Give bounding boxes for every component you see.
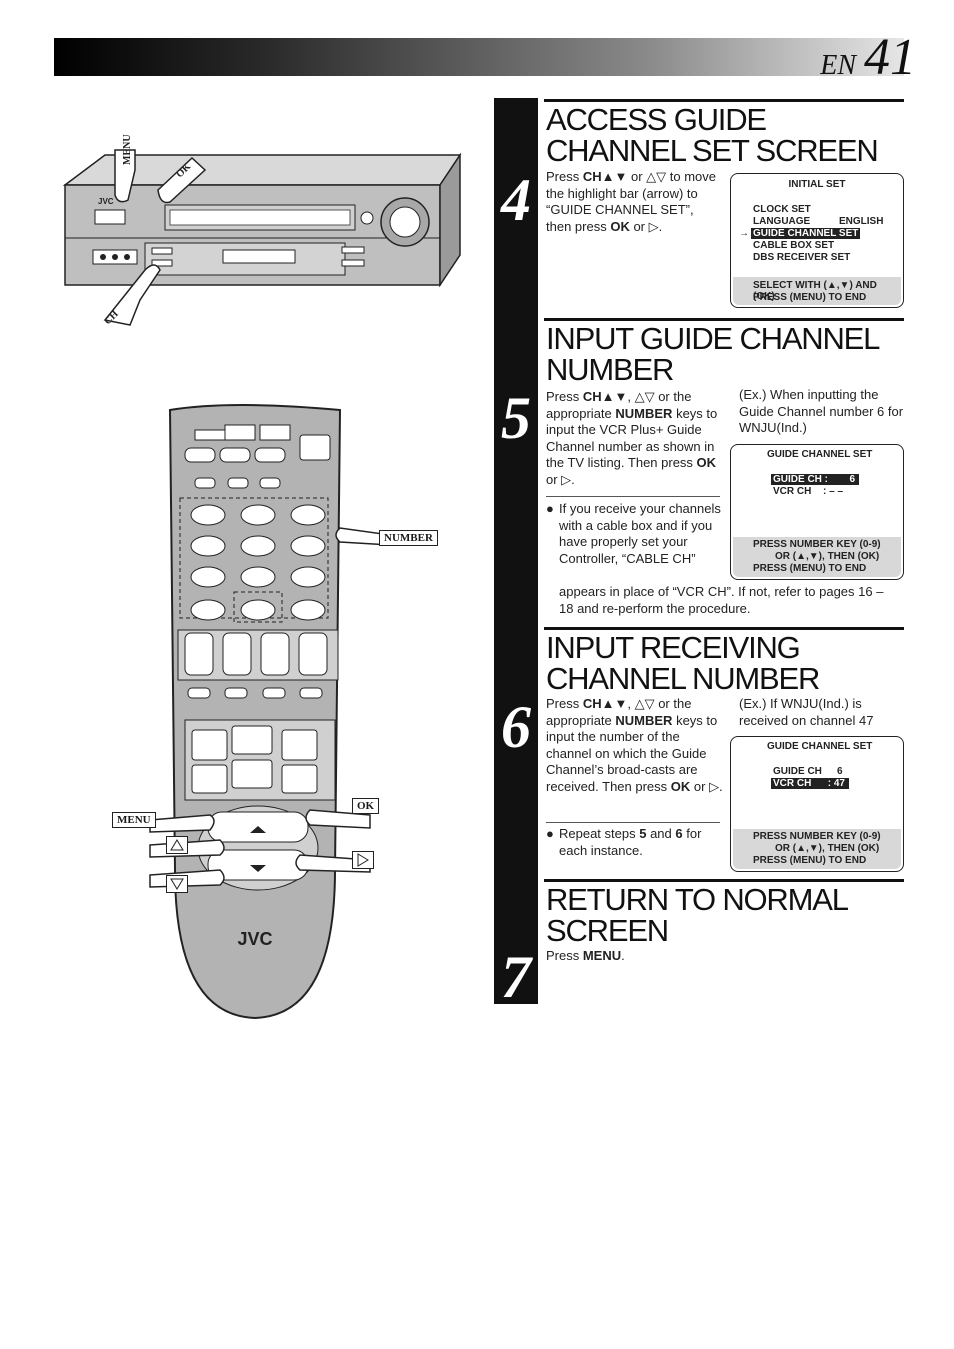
step-4-number: 4 bbox=[501, 167, 531, 233]
screen-footer-3: PRESS (MENU) TO END bbox=[753, 563, 867, 574]
screen-footer-3: PRESS (MENU) TO END bbox=[753, 855, 867, 866]
down-arrow-icon bbox=[166, 875, 188, 893]
menu-item-language: LANGUAGE bbox=[753, 216, 811, 227]
step-bar bbox=[494, 98, 538, 1004]
guide-channel-screen-5: GUIDE CHANNEL SET GUIDE CH : 6 VCR CH : –… bbox=[730, 444, 904, 580]
step-6-text: Press CH▲▼, △▽ or the appropriate NUMBER… bbox=[546, 696, 723, 794]
step-4-rule bbox=[544, 99, 904, 102]
menu-item-guide-channel: GUIDE CHANNEL SET bbox=[751, 228, 861, 239]
step-5-bullet: If you receive your channels with a cabl… bbox=[559, 501, 721, 566]
language-code: EN bbox=[820, 50, 856, 81]
vcr-ch-field: VCR CH : 47 bbox=[771, 778, 849, 789]
up-arrow-icon bbox=[166, 836, 188, 854]
guide-ch-field: GUIDE CH : 6 bbox=[771, 474, 859, 485]
step-6-rule bbox=[544, 627, 904, 630]
guide-ch-label: GUIDE CH : bbox=[773, 474, 828, 485]
vcr-ch-value: : – – bbox=[823, 486, 844, 497]
vcr-ch-label: VCR CH bbox=[773, 486, 812, 497]
step-7-text: Press MENU. bbox=[546, 948, 625, 963]
step-5-text: Press CH▲▼, △▽ or the appropriate NUMBER… bbox=[546, 389, 718, 487]
right-arrow-icon bbox=[352, 851, 374, 869]
step-6-number: 6 bbox=[501, 694, 531, 760]
ok-callout: OK bbox=[352, 798, 380, 814]
step-5-rule bbox=[544, 318, 904, 321]
step-7-rule bbox=[544, 879, 904, 882]
guide-ch-value: 6 bbox=[837, 766, 843, 777]
step-4-text: Press CH▲▼ or △▽ to move the highlight b… bbox=[546, 169, 716, 234]
step-5-example: (Ex.) When inputting the Guide Channel n… bbox=[739, 387, 904, 436]
step-5-divider bbox=[546, 496, 720, 497]
step-5-number: 5 bbox=[501, 385, 531, 451]
page-number-value: 41 bbox=[864, 29, 916, 86]
vcr-illustration: JVC MENU OK CH bbox=[62, 134, 462, 327]
screen-footer-2: OR (▲,▼), THEN (OK) bbox=[775, 551, 880, 562]
bullet-icon: ● bbox=[546, 501, 554, 516]
vcr-menu-label: MENU bbox=[122, 134, 133, 165]
vcr-ch-value: : 47 bbox=[827, 778, 845, 789]
number-callout: NUMBER bbox=[379, 530, 438, 546]
screen-footer-1: PRESS NUMBER KEY (0-9) bbox=[753, 831, 881, 842]
vcr-brand: JVC bbox=[98, 197, 114, 206]
step-6-bullet: Repeat steps 5 and 6 for each instance. bbox=[559, 826, 702, 858]
step-6-example: (Ex.) If WNJU(Ind.) is received on chann… bbox=[739, 696, 874, 728]
step-4-heading: ACCESS GUIDE CHANNEL SET SCREEN bbox=[546, 102, 879, 168]
menu-item-language-value: ENGLISH bbox=[839, 216, 884, 227]
page-number: EN 41 bbox=[820, 28, 916, 87]
header-bar bbox=[54, 38, 904, 76]
guide-ch-value: 6 bbox=[849, 474, 855, 485]
screen-footer-2: OR (▲,▼), THEN (OK) bbox=[775, 843, 880, 854]
remote-brand: JVC bbox=[237, 929, 272, 949]
selection-arrow-icon: → bbox=[739, 228, 749, 239]
step-6-divider bbox=[546, 822, 720, 823]
menu-item-clock: CLOCK SET bbox=[753, 204, 811, 215]
screen-title: INITIAL SET bbox=[788, 179, 846, 190]
step-7-heading: RETURN TO NORMAL SCREEN bbox=[546, 882, 848, 948]
screen-footer-1: PRESS NUMBER KEY (0-9) bbox=[753, 539, 881, 550]
initial-set-screen: INITIAL SET CLOCK SET LANGUAGE ENGLISH →… bbox=[730, 173, 904, 308]
step-5-bullet-cont: appears in place of “VCR CH”. If not, re… bbox=[559, 584, 884, 616]
menu-callout: MENU bbox=[112, 812, 156, 828]
guide-ch-label: GUIDE CH bbox=[773, 766, 822, 777]
menu-item-dbs: DBS RECEIVER SET bbox=[753, 252, 851, 263]
screen-footer-1: SELECT WITH (▲,▼) AND (OK) bbox=[753, 280, 877, 302]
step-6-heading: INPUT RECEIVING CHANNEL NUMBER bbox=[546, 630, 820, 696]
step-5-heading: INPUT GUIDE CHANNEL NUMBER bbox=[546, 321, 879, 387]
screen-footer-2: PRESS (MENU) TO END bbox=[753, 292, 867, 303]
screen-title: GUIDE CHANNEL SET bbox=[767, 741, 873, 752]
remote-illustration: JVC bbox=[149, 404, 391, 1020]
guide-channel-screen-6: GUIDE CHANNEL SET GUIDE CH 6 VCR CH: 47 … bbox=[730, 736, 904, 872]
vcr-ch-label: VCR CH bbox=[773, 778, 812, 789]
bullet-icon: ● bbox=[546, 826, 554, 841]
menu-item-cable-box: CABLE BOX SET bbox=[753, 240, 835, 251]
screen-title: GUIDE CHANNEL SET bbox=[767, 449, 873, 460]
step-7-number: 7 bbox=[501, 944, 531, 1010]
